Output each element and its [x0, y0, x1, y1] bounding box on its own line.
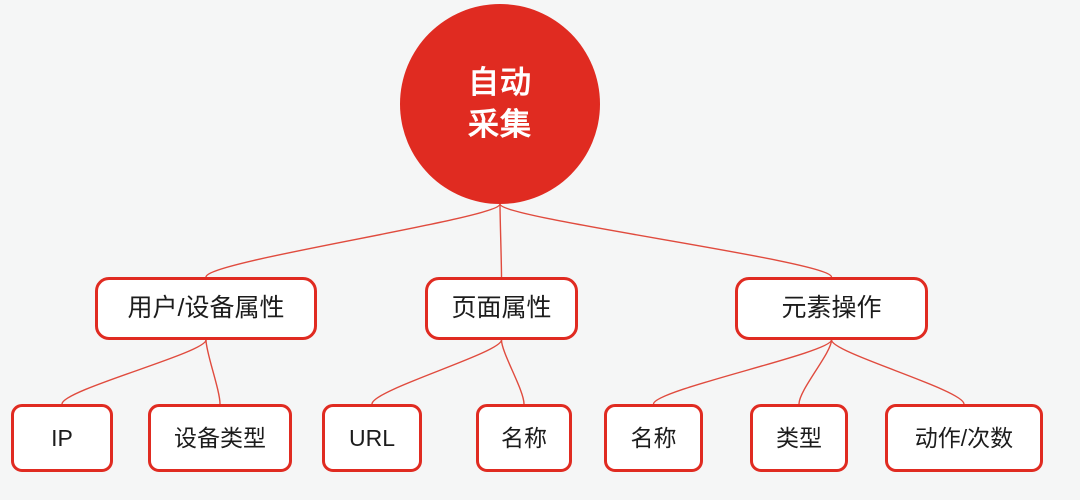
- connector-level2-2-to-level3-4: [652, 339, 833, 405]
- connector-level2-2-to-level3-5: [798, 339, 833, 405]
- level2-node-label: 用户/设备属性: [127, 294, 285, 322]
- root-node-auto-collect[interactable]: 自动 采集: [400, 4, 600, 204]
- level2-node-element-operations[interactable]: 元素操作: [735, 277, 928, 340]
- connector-level2-0-to-level3-0: [61, 339, 207, 405]
- connector-root-to-level2-0: [205, 203, 501, 278]
- connector-level2-0-to-level3-1: [205, 339, 221, 405]
- level2-node-label: 元素操作: [781, 294, 882, 322]
- level3-node-label: 类型: [776, 424, 822, 451]
- level3-node-ip[interactable]: IP: [11, 404, 113, 472]
- level3-node-label: 设备类型: [174, 424, 266, 451]
- connector-level2-1-to-level3-3: [500, 339, 525, 405]
- level3-node-label: 名称: [501, 424, 547, 451]
- level2-node-user-device-attributes[interactable]: 用户/设备属性: [95, 277, 317, 340]
- level3-node-label: URL: [348, 424, 395, 451]
- level3-node-url[interactable]: URL: [322, 404, 422, 472]
- level3-node-label: IP: [51, 424, 73, 451]
- connector-root-to-level2-1: [499, 203, 503, 278]
- level2-node-page-attributes[interactable]: 页面属性: [425, 277, 578, 340]
- level3-node-label: 动作/次数: [914, 424, 1014, 451]
- connector-level2-1-to-level3-2: [371, 339, 503, 405]
- level3-node-device-type[interactable]: 设备类型: [148, 404, 292, 472]
- level3-node-page-name[interactable]: 名称: [476, 404, 572, 472]
- level2-node-label: 页面属性: [451, 294, 552, 322]
- level3-node-element-type[interactable]: 类型: [750, 404, 848, 472]
- connector-root-to-level2-2: [499, 203, 833, 278]
- root-node-label-line2: 采集: [468, 107, 532, 142]
- level3-node-action-count[interactable]: 动作/次数: [885, 404, 1043, 472]
- root-node-label-line1: 自动: [468, 65, 532, 101]
- level3-node-label: 名称: [630, 424, 677, 451]
- level3-node-element-name[interactable]: 名称: [604, 404, 703, 472]
- connector-level2-2-to-level3-6: [830, 339, 965, 405]
